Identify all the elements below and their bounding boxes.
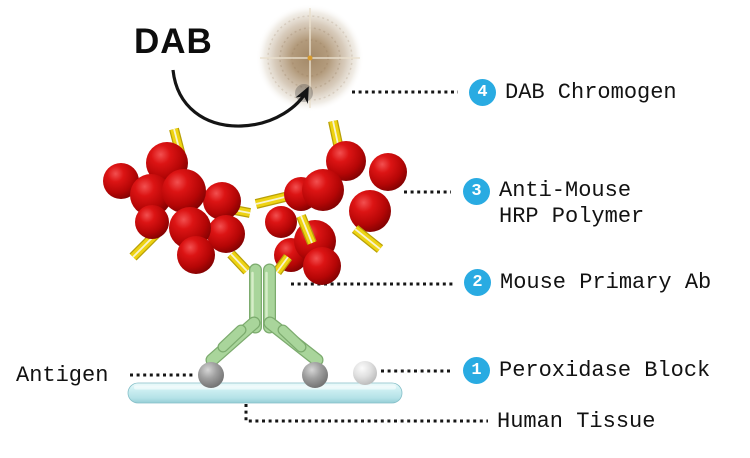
step-badge-2: 2: [464, 269, 491, 296]
legend-label-primary-ab: Mouse Primary Ab: [500, 270, 712, 295]
legend-label-hrp-line2: HRP Polymer: [499, 204, 645, 229]
antigen-sphere-left: [198, 362, 224, 388]
legend-label-hrp-line1: Anti-Mouse: [499, 178, 632, 203]
hrp-linker-rods-front: [227, 214, 384, 275]
legend-row-human-tissue: Human Tissue: [497, 408, 655, 435]
legend-row-hrp-polymer: 3 Anti-Mouse HRP Polymer: [463, 178, 644, 230]
peroxidase-block-sphere: [353, 361, 377, 385]
hrp-polymer-cluster-left: [103, 142, 245, 274]
legend-label-human-tissue: Human Tissue: [497, 409, 656, 434]
antigen-sphere-middle: [302, 362, 328, 388]
human-tissue-bar: [127, 382, 403, 404]
legend-label-peroxidase-block: Peroxidase Block: [499, 358, 711, 383]
legend-label-dab-chromogen: DAB Chromogen: [505, 80, 677, 105]
legend-row-peroxidase-block: 1 Peroxidase Block: [463, 357, 710, 384]
step-badge-3: 3: [463, 178, 490, 205]
step-badge-1: 1: [463, 357, 490, 384]
legend-row-primary-ab: 2 Mouse Primary Ab: [464, 269, 711, 296]
dab-substrate-label: DAB: [134, 22, 213, 61]
step-badge-4: 4: [469, 79, 496, 106]
legend-row-dab-chromogen: 4 DAB Chromogen: [469, 79, 677, 106]
reaction-arrow: [171, 69, 309, 128]
connector-human-tissue: [244, 404, 488, 423]
legend-label-hrp-polymer: Anti-Mouse HRP Polymer: [499, 178, 644, 230]
mouse-primary-antibody: [205, 263, 324, 367]
antigen-label: Antigen: [16, 363, 109, 388]
dab-chromogen-blob: [256, 4, 364, 112]
